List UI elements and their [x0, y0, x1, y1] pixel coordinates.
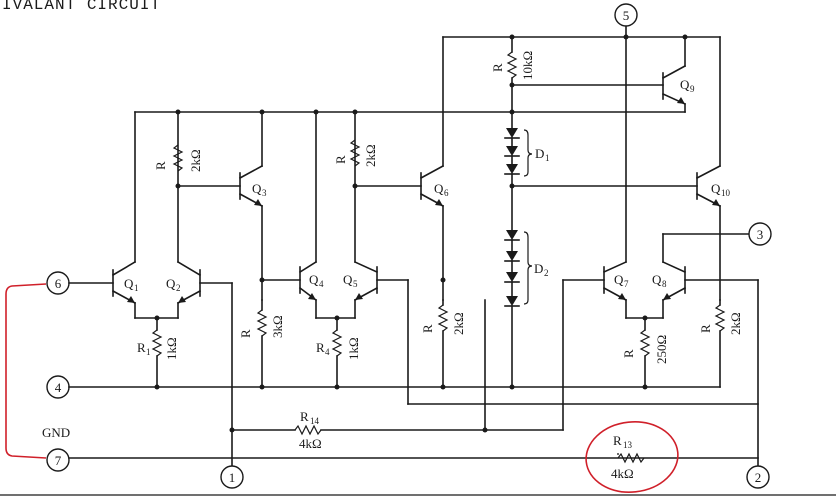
node-3: 3: [748, 222, 772, 246]
diode-string-d1: D 1: [504, 128, 698, 231]
r5-value: 2kΩ: [363, 144, 378, 167]
q4-label: Q: [309, 272, 319, 287]
svg-text:10: 10: [721, 188, 731, 198]
svg-text:2: 2: [176, 283, 181, 293]
node-5-label: 5: [623, 8, 630, 23]
node-7-label: 7: [55, 453, 62, 468]
rail-node-4: 4: [46, 375, 721, 399]
svg-text:1: 1: [146, 347, 151, 357]
r5-label: R: [333, 155, 348, 164]
resistor-r4: R 4 1kΩ: [316, 317, 361, 390]
svg-text:1: 1: [134, 283, 139, 293]
svg-text:3: 3: [262, 188, 267, 198]
svg-text:2: 2: [544, 268, 549, 278]
rail-top-5: [442, 24, 721, 40]
q3-label: Q: [252, 181, 262, 196]
d1-label: D: [535, 146, 544, 161]
node-1-label: 1: [229, 470, 236, 485]
r8-value: 2kΩ: [728, 312, 743, 335]
resistor-r1: R 1 1kΩ: [137, 317, 179, 390]
transistor-q8: Q 8: [652, 233, 759, 466]
transistor-q1: Q 1: [111, 111, 139, 319]
q8-label: Q: [652, 272, 662, 287]
resistor-r8: R 2kΩ: [698, 299, 743, 388]
q9-label: Q: [680, 77, 690, 92]
node-1: 1: [220, 465, 244, 489]
resistor-r3: R 3kΩ: [238, 277, 301, 390]
transistor-q2: Q 2: [166, 111, 233, 319]
node-2: 2: [746, 465, 770, 489]
svg-text:5: 5: [353, 279, 358, 289]
r6-value: 2kΩ: [451, 312, 466, 335]
r9-label: R: [490, 63, 505, 72]
node-3-label: 3: [757, 227, 764, 242]
wire-q5-to-q8: [407, 279, 759, 405]
r2-value: 2kΩ: [188, 149, 203, 172]
emitter-join-q4q5: [315, 315, 356, 321]
q6-label: Q: [434, 181, 444, 196]
r7-label: R: [621, 349, 636, 358]
r14-label: R: [300, 409, 309, 424]
q5-label: Q: [343, 272, 353, 287]
r7-value: 250Ω: [654, 335, 669, 364]
r1-label: R: [137, 340, 146, 355]
r4-value: 1kΩ: [346, 337, 361, 360]
resistor-r9: R 10kΩ: [490, 36, 664, 129]
svg-text:4: 4: [325, 347, 330, 357]
red-bracket-annotation: [5, 283, 47, 459]
resistor-r13: R 13 4kΩ: [611, 433, 645, 481]
schematic-title: IVALANT CIRCUIT: [2, 0, 161, 14]
resistor-r14: R 14 4kΩ: [229, 282, 564, 466]
r1-value: 1kΩ: [164, 337, 179, 360]
r14-value: 4kΩ: [299, 436, 322, 451]
transistor-q5: Q 5: [343, 111, 409, 319]
transistor-q3: Q 3: [175, 111, 267, 301]
svg-text:7: 7: [624, 279, 629, 289]
q7-label: Q: [614, 272, 624, 287]
transistor-q9: Q 9: [661, 34, 695, 113]
svg-text:6: 6: [444, 188, 449, 198]
node-6: 6: [46, 271, 114, 295]
svg-text:13: 13: [623, 440, 633, 450]
r8-label: R: [698, 324, 713, 333]
rail-node-7-gnd: GND 7: [42, 425, 759, 472]
transistor-q4: Q 4: [298, 111, 324, 319]
node-2-label: 2: [755, 470, 762, 485]
q10-label: Q: [711, 181, 721, 196]
d2-label: D: [534, 261, 543, 276]
node-4-label: 4: [55, 380, 62, 395]
r13-value: 4kΩ: [611, 466, 634, 481]
resistor-r2: R 2kΩ: [153, 144, 203, 172]
svg-text:9: 9: [690, 84, 695, 94]
gnd-label: GND: [42, 425, 70, 440]
r13-label: R: [613, 433, 622, 448]
diode-string-d2: D 2: [504, 230, 549, 390]
r9-value: 10kΩ: [520, 51, 535, 80]
rail-line-113: [134, 109, 686, 115]
q2-label: Q: [166, 276, 176, 291]
transistor-q6: Q 6: [352, 36, 449, 301]
resistor-r7: R 250Ω: [621, 317, 669, 390]
red-circle-annotation: [585, 421, 679, 493]
svg-text:1: 1: [545, 153, 550, 163]
svg-text:4: 4: [319, 279, 324, 289]
resistor-r6: R 2kΩ: [420, 277, 466, 390]
node-6-label: 6: [55, 276, 62, 291]
node-5: 5: [614, 3, 638, 27]
r3-value: 3kΩ: [270, 315, 285, 338]
transistor-q7: Q 7: [562, 36, 629, 431]
resistor-r5: R 2kΩ: [333, 139, 378, 167]
svg-text:8: 8: [662, 279, 667, 289]
q1-label: Q: [124, 276, 134, 291]
svg-text:14: 14: [310, 416, 320, 426]
r6-label: R: [420, 324, 435, 333]
r3-label: R: [238, 329, 253, 338]
r4-label: R: [316, 340, 325, 355]
transistor-q10: Q 10: [695, 36, 731, 301]
r2-label: R: [153, 161, 168, 170]
